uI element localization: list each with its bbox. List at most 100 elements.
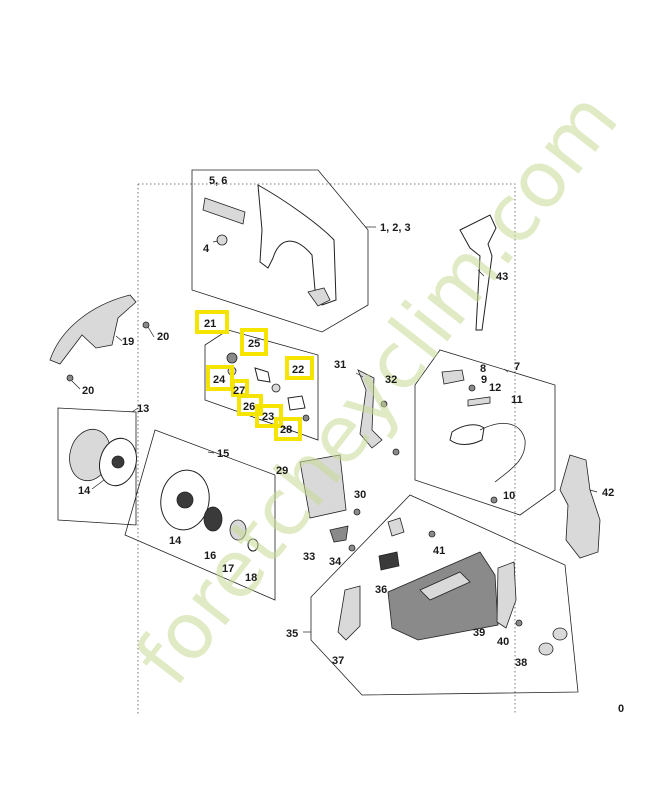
panel-clutch	[124, 429, 276, 601]
callout-23: 23	[262, 411, 274, 423]
callout-21: 21	[204, 318, 216, 330]
part-5-6-label-plate	[202, 197, 246, 225]
callout-7: 7	[514, 361, 520, 373]
callout-13: 13	[137, 403, 149, 415]
highlight-box-22	[285, 356, 314, 380]
part-20-screw-b	[66, 374, 74, 382]
sprocket-hub-b	[176, 491, 194, 509]
panel-chain-tensioner	[414, 349, 556, 516]
part-29-chain-guide	[299, 454, 347, 519]
callout-25: 25	[248, 338, 260, 350]
part-16-needle-cage	[203, 506, 223, 532]
cover-latch	[307, 287, 331, 307]
callout-5-6: 5, 6	[209, 175, 227, 187]
part-32-screw	[380, 400, 388, 408]
callout-14a: 14	[78, 485, 91, 497]
callout-10: 10	[503, 490, 515, 502]
callout-14b: 14	[169, 535, 182, 547]
part-31-chain-catcher	[357, 369, 383, 449]
callout-20b: 20	[82, 385, 94, 397]
part-21-spring	[226, 352, 238, 364]
callout-38: 38	[515, 657, 527, 669]
panel-brake-parts	[204, 329, 319, 441]
highlight-box-23	[255, 404, 283, 428]
callout-11: 11	[511, 394, 523, 406]
callout-20a: 20	[157, 331, 169, 343]
highlight-box-28	[274, 417, 302, 441]
part-17-washer	[229, 519, 247, 541]
callout-16: 16	[204, 550, 216, 562]
panel-sprocket-cover	[310, 494, 579, 696]
cover-logo-area	[419, 571, 471, 601]
callout-35: 35	[286, 628, 298, 640]
callout-29: 29	[276, 465, 288, 477]
part-28-link	[287, 395, 306, 411]
callout-40: 40	[497, 636, 509, 648]
panel-sprocket	[57, 407, 137, 526]
callout-15: 15	[217, 448, 229, 460]
part-35-sprocket-cover-body	[387, 551, 499, 641]
tensioner-spring	[479, 423, 526, 483]
part-41-screw	[428, 530, 436, 538]
part-41-nut	[387, 517, 405, 537]
callout-9: 9	[481, 374, 487, 386]
callout-39: 39	[473, 627, 485, 639]
part-30-screw	[353, 508, 361, 516]
part-33-nut	[329, 525, 349, 543]
callout-36: 36	[375, 584, 387, 596]
part-40-screw	[515, 619, 523, 627]
callout-30: 30	[354, 489, 366, 501]
callout-12: 12	[489, 382, 501, 394]
part-12-screw	[467, 396, 491, 407]
part-4-screw	[216, 234, 228, 246]
part-36-guide	[378, 551, 400, 571]
callout-33: 33	[303, 551, 315, 563]
callout-24: 24	[213, 374, 226, 386]
sprocket-hub-a	[111, 455, 125, 469]
part-42-bumper-spike	[559, 454, 601, 559]
screw-b	[392, 448, 400, 456]
callout-26: 26	[243, 401, 255, 413]
callout-8: 8	[480, 363, 486, 375]
callout-28: 28	[280, 424, 292, 436]
corner-mark: 0	[618, 703, 624, 715]
leader-lines	[71, 226, 598, 633]
callout-31: 31	[334, 359, 346, 371]
callout-41: 41	[433, 545, 445, 557]
callout-37: 37	[332, 655, 344, 667]
part-34-screw	[348, 544, 356, 552]
callout-18: 18	[245, 572, 257, 584]
part-9-washer	[468, 384, 476, 392]
part-18-e-clip	[247, 538, 259, 552]
part-cover-body	[257, 184, 337, 306]
highlight-box-21	[195, 310, 229, 334]
callout-19: 19	[122, 336, 134, 348]
part-23-screw	[302, 414, 310, 422]
part-38-nut-b	[538, 642, 554, 656]
part-37-nut-insert	[337, 585, 361, 641]
highlight-box-24	[206, 365, 234, 391]
callout-34: 34	[329, 556, 342, 568]
callout-17: 17	[222, 563, 234, 575]
highlight-box-25	[240, 328, 268, 356]
panel-chain-sprocket-cover	[191, 169, 369, 333]
watermark-text: foretcheyclim.com	[119, 76, 636, 702]
part-43-combination-wrench	[459, 214, 497, 331]
part-38-nut-a	[552, 627, 568, 641]
part-10-screw	[490, 496, 498, 504]
callout-42: 42	[602, 487, 614, 499]
part-11-adjust-knob	[449, 424, 485, 445]
part-26-bushing	[271, 383, 281, 393]
callout-32: 32	[385, 374, 397, 386]
part-19-bumper-spike	[49, 294, 137, 365]
part-25-lever	[254, 367, 271, 383]
part-20-screw-a	[142, 321, 150, 329]
part-8-pin	[441, 369, 465, 385]
callout-labels: 1, 2, 3 4 5, 6 7 8 9 10 11 12 13 14 14 1…	[78, 175, 624, 715]
callout-27: 27	[233, 385, 245, 397]
callout-1-2-3: 1, 2, 3	[380, 222, 411, 234]
outer-dotted-frame	[137, 183, 516, 715]
callout-22: 22	[292, 364, 304, 376]
